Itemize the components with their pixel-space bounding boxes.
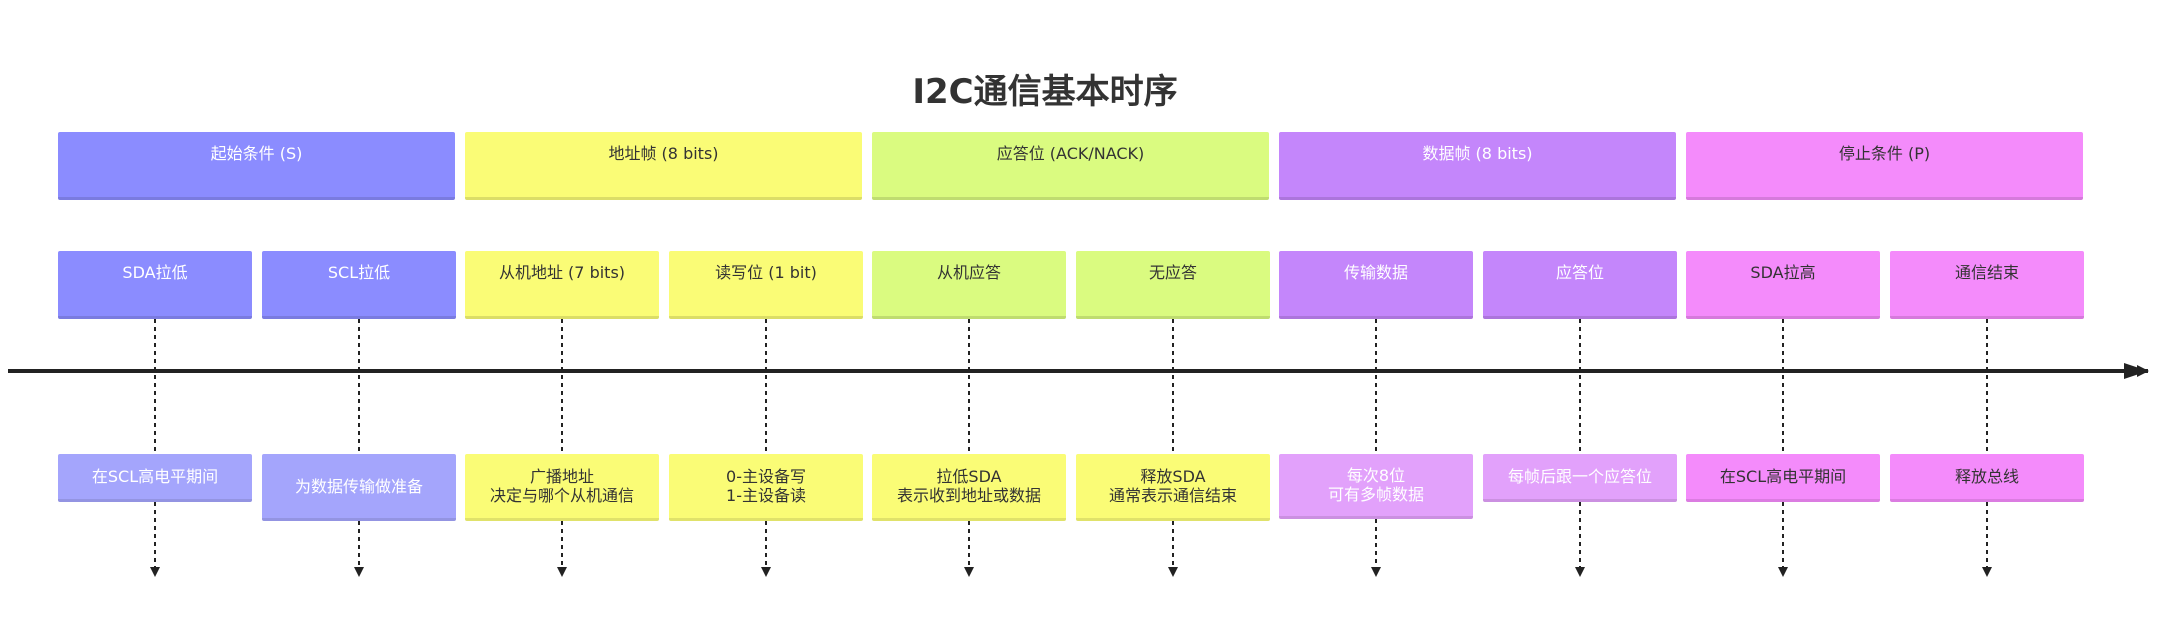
event-note: 在SCL高电平期间 <box>1686 454 1880 502</box>
event-box: 无应答 <box>1076 251 1270 319</box>
arrowhead-icon <box>1575 567 1585 577</box>
diagram-title: I2C通信基本时序 <box>912 72 1178 112</box>
event-note: 释放SDA 通常表示通信结束 <box>1076 454 1270 521</box>
event-box: SDA拉低 <box>58 251 252 319</box>
arrowhead-icon <box>1982 567 1992 577</box>
arrowhead-icon <box>354 567 364 577</box>
event-note: 每帧后跟一个应答位 <box>1483 454 1677 502</box>
section-header: 停止条件 (P) <box>1686 132 2083 200</box>
section-header: 起始条件 (S) <box>58 132 455 200</box>
arrowhead-icon <box>1778 567 1788 577</box>
arrowhead-icon <box>1168 567 1178 577</box>
arrowhead-icon <box>964 567 974 577</box>
event-box: 从机应答 <box>872 251 1066 319</box>
event-box: SCL拉低 <box>262 251 456 319</box>
section-header: 数据帧 (8 bits) <box>1279 132 1676 200</box>
event-box: 通信结束 <box>1890 251 2084 319</box>
event-note: 0-主设备写 1-主设备读 <box>669 454 863 521</box>
section-header: 应答位 (ACK/NACK) <box>872 132 1269 200</box>
arrowhead-icon <box>557 567 567 577</box>
event-note: 在SCL高电平期间 <box>58 454 252 502</box>
event-note: 为数据传输做准备 <box>262 454 456 521</box>
event-box: 从机地址 (7 bits) <box>465 251 659 319</box>
event-box: 读写位 (1 bit) <box>669 251 863 319</box>
event-note: 拉低SDA 表示收到地址或数据 <box>872 454 1066 521</box>
event-box: 应答位 <box>1483 251 1677 319</box>
event-box: 传输数据 <box>1279 251 1473 319</box>
section-header: 地址帧 (8 bits) <box>465 132 862 200</box>
event-box: SDA拉高 <box>1686 251 1880 319</box>
time-axis-arrowhead <box>2124 363 2148 379</box>
arrowhead-icon <box>1371 567 1381 577</box>
event-note: 释放总线 <box>1890 454 2084 502</box>
arrowhead-icon <box>761 567 771 577</box>
event-note: 广播地址 决定与哪个从机通信 <box>465 454 659 521</box>
arrowhead-icon <box>150 567 160 577</box>
event-note: 每次8位 可有多帧数据 <box>1279 454 1473 519</box>
